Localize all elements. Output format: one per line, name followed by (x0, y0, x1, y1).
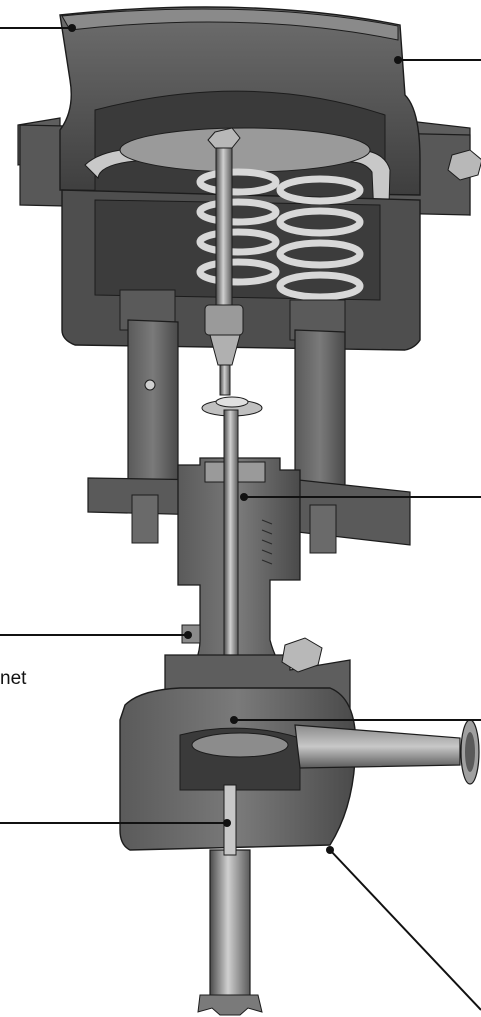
hex-bolt-body (281, 637, 323, 673)
bonnet (177, 457, 301, 681)
actuator-assembly (17, 6, 481, 351)
outlet-pipe (294, 724, 461, 769)
yoke-hole (144, 379, 156, 391)
hex-bolt-right (447, 149, 481, 181)
actuator-springs (196, 168, 364, 301)
valve-body-leader (329, 849, 481, 1011)
valve-stem (201, 127, 263, 786)
bonnet-label-fragment: net (0, 668, 27, 689)
valve-body (119, 637, 480, 1016)
